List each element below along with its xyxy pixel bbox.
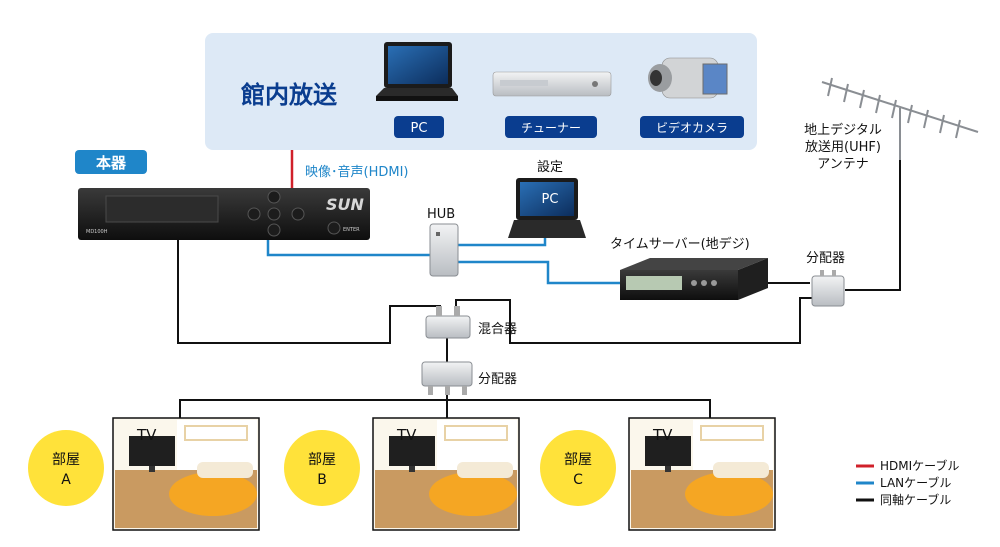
settings-label: 設定 bbox=[537, 159, 563, 175]
settings-pc-label: PC bbox=[542, 192, 559, 207]
room-circle bbox=[28, 430, 104, 506]
tv-label: TV bbox=[396, 426, 417, 444]
antenna-label-line1: 地上デジタル bbox=[804, 122, 882, 138]
broadcast-panel: 館内放送 PC チューナー ビデオカメラ bbox=[205, 33, 757, 150]
mixer-device bbox=[425, 306, 471, 339]
main-unit-label: 本器 bbox=[96, 154, 127, 172]
pc-laptop bbox=[376, 42, 458, 101]
coax-splitter-rooms bbox=[179, 399, 711, 418]
room-circle bbox=[540, 430, 616, 506]
tuner-label-box bbox=[505, 116, 597, 138]
pc-label-box bbox=[394, 116, 444, 138]
antenna-icon bbox=[821, 77, 979, 160]
tuner-label: チューナー bbox=[521, 121, 581, 135]
lan-cable-hub-pc bbox=[458, 238, 547, 247]
main-unit-logo: SUN bbox=[326, 195, 365, 214]
camera-device bbox=[648, 57, 728, 99]
coax-mixer-splitter bbox=[455, 297, 812, 344]
room-name: 部屋 bbox=[564, 452, 592, 468]
legend: HDMIケーブル LANケーブル 同軸ケーブル bbox=[856, 458, 959, 507]
splitter-bottom-device bbox=[421, 361, 473, 395]
tv-label: TV bbox=[136, 426, 157, 444]
mixer-label: 混合器 bbox=[478, 322, 517, 337]
room-name: 部屋 bbox=[52, 452, 80, 468]
legend-lan-label: LANケーブル bbox=[880, 475, 951, 490]
legend-hdmi-label: HDMIケーブル bbox=[880, 458, 959, 473]
tv-icon bbox=[389, 436, 435, 466]
broadcast-panel-title: 館内放送 bbox=[241, 81, 338, 109]
splitter-bottom-label: 分配器 bbox=[478, 372, 517, 387]
antenna-label-line3: アンテナ bbox=[817, 157, 868, 172]
lan-cable-hub-timeserver bbox=[458, 260, 620, 285]
antenna-label-line2: 放送用(UHF) bbox=[805, 140, 881, 155]
hdmi-signal-label: 映像･音声(HDMI) bbox=[305, 164, 408, 180]
bed bbox=[169, 472, 257, 516]
main-unit-model: MD100H bbox=[86, 229, 108, 235]
settings-pc: PC bbox=[508, 178, 586, 238]
room-letter: C bbox=[573, 472, 583, 488]
hub-label: HUB bbox=[427, 207, 455, 222]
room-circle bbox=[284, 430, 360, 506]
time-server-label: タイムサーバー(地デジ) bbox=[610, 236, 750, 252]
bed bbox=[685, 472, 773, 516]
camera-label-box bbox=[640, 116, 744, 138]
rooms: 部屋 A TV 部屋 B TV 部屋 C TV bbox=[28, 417, 776, 531]
main-unit: MD100H SUN ENTER bbox=[78, 188, 370, 240]
tuner-device bbox=[492, 71, 612, 97]
main-unit-label-box bbox=[75, 150, 147, 174]
room-0: 部屋 A TV bbox=[28, 417, 260, 531]
room-letter: A bbox=[61, 472, 71, 488]
splitter-top-label: 分配器 bbox=[806, 251, 845, 266]
camera-label: ビデオカメラ bbox=[656, 120, 728, 135]
hub-device bbox=[429, 223, 459, 277]
tv-icon bbox=[129, 436, 175, 466]
tv-label: TV bbox=[652, 426, 673, 444]
splitter-top-device bbox=[811, 270, 845, 307]
coax-antenna-splitter bbox=[845, 150, 901, 291]
bed bbox=[429, 472, 517, 516]
time-server-device bbox=[620, 258, 768, 300]
room-1: 部屋 B TV bbox=[284, 417, 520, 531]
pc-label: PC bbox=[411, 121, 428, 136]
room-letter: B bbox=[317, 472, 327, 488]
main-unit-enter: ENTER bbox=[343, 227, 360, 233]
room-2: 部屋 C TV bbox=[540, 417, 776, 531]
tv-icon bbox=[645, 436, 691, 466]
legend-coax-label: 同軸ケーブル bbox=[880, 492, 951, 507]
room-name: 部屋 bbox=[308, 452, 336, 468]
